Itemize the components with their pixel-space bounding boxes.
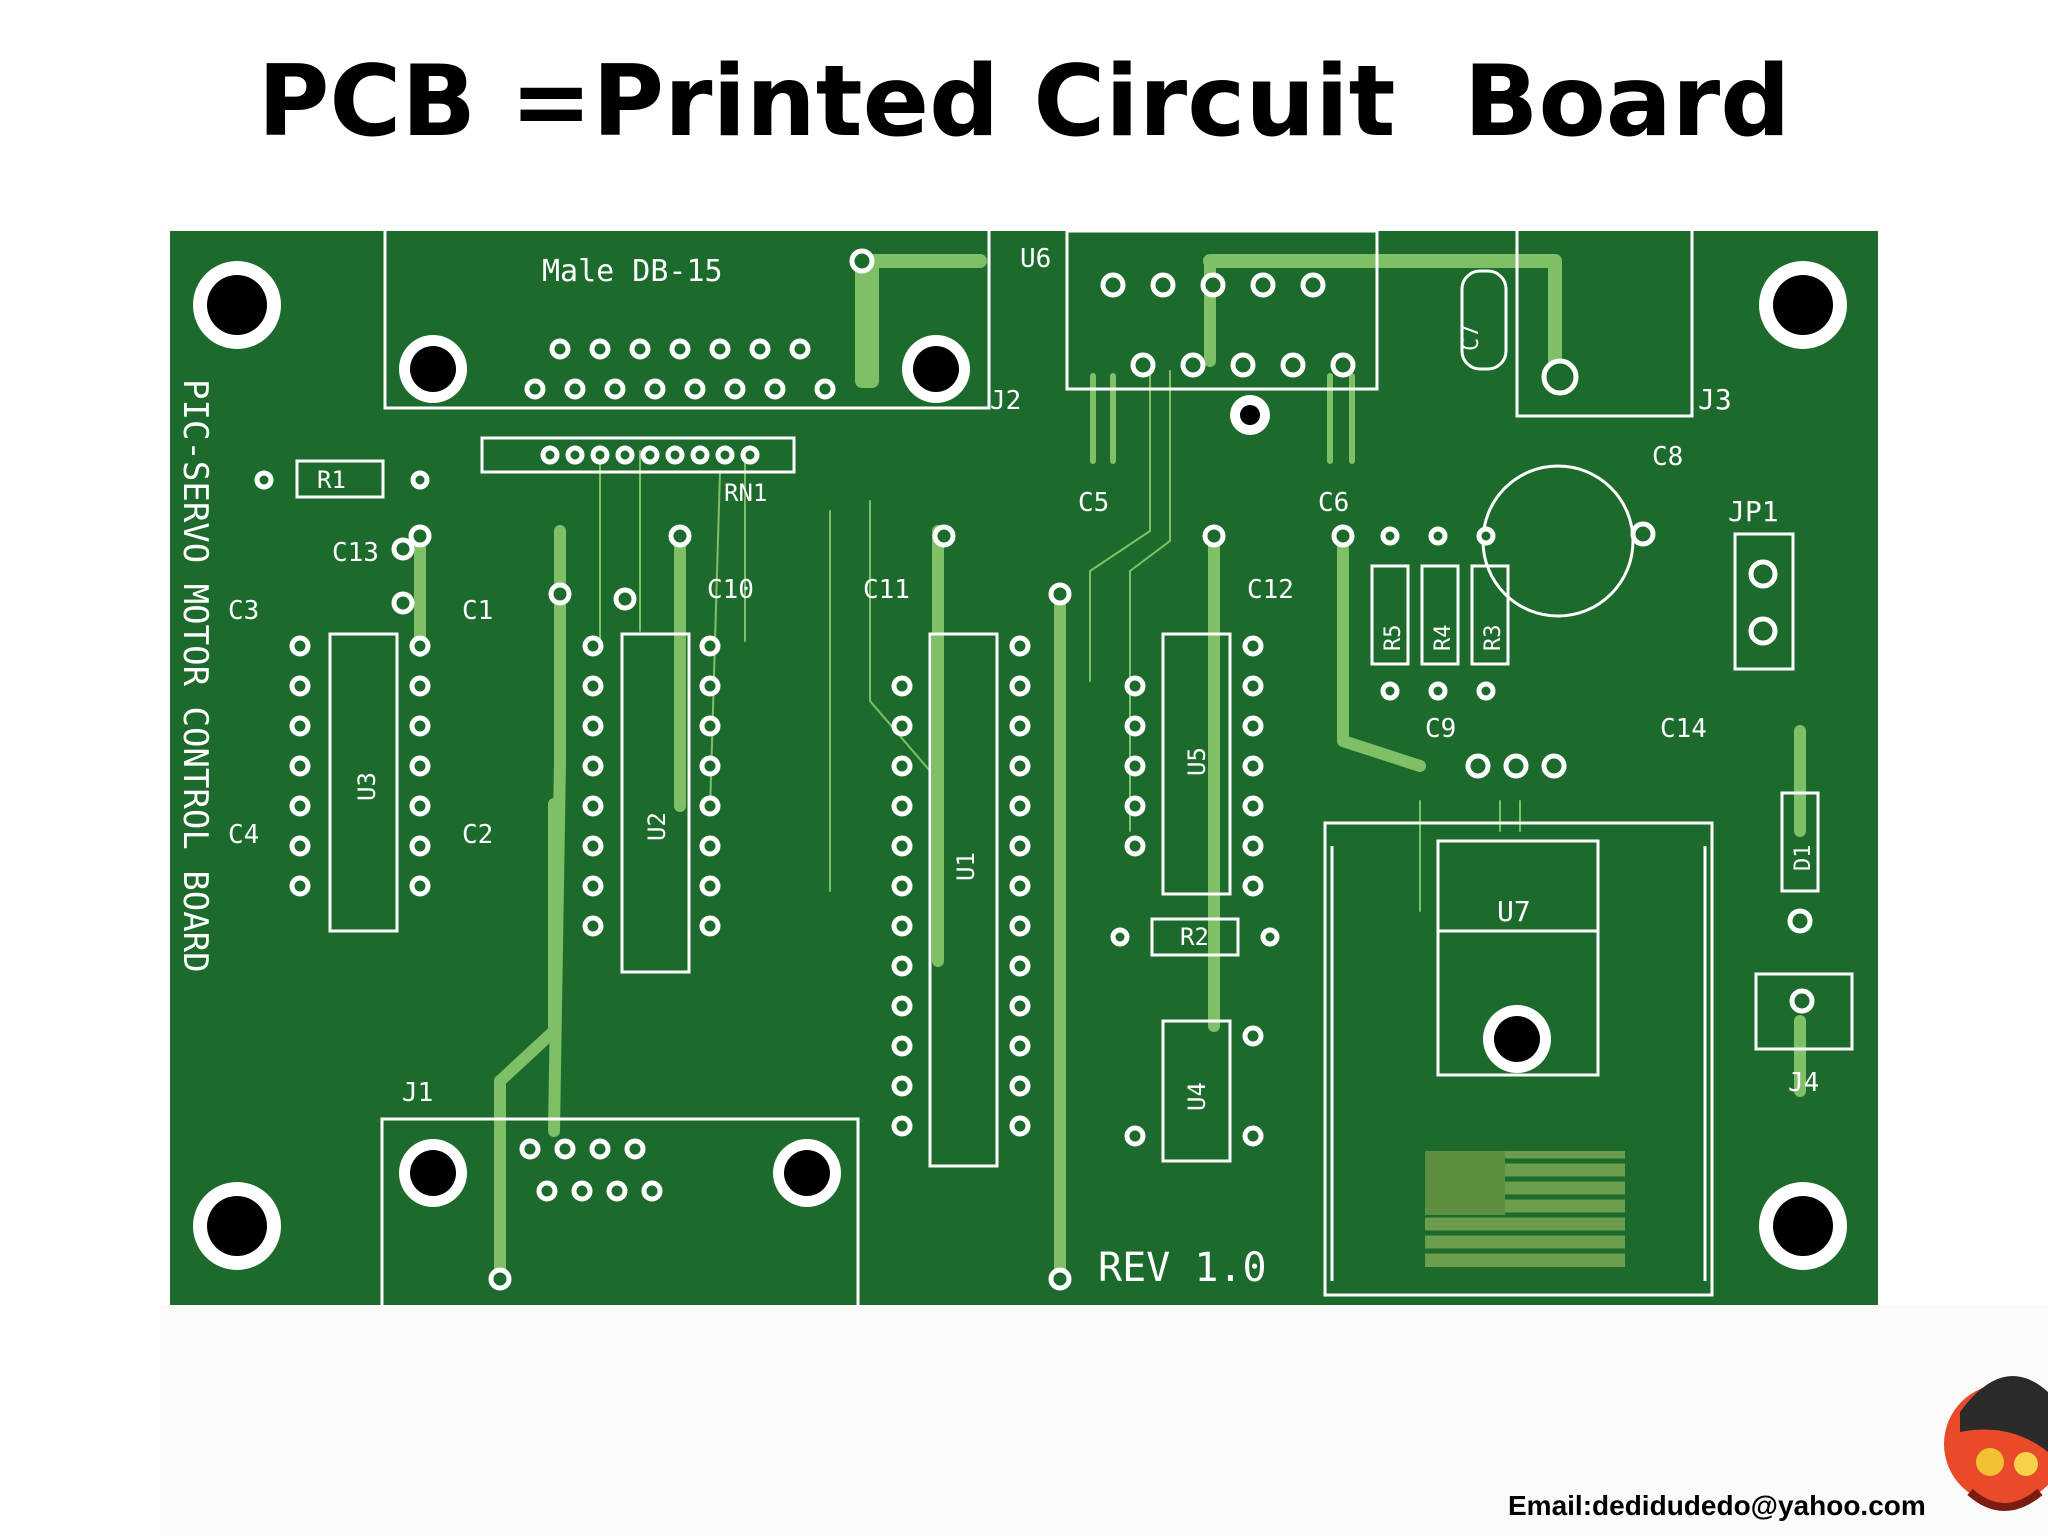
u5-outline <box>1161 632 1232 896</box>
connector-label: Male DB-15 <box>542 254 723 289</box>
pads <box>254 248 1815 1291</box>
svg-text:C14: C14 <box>1660 714 1707 744</box>
svg-text:C5: C5 <box>1078 488 1109 518</box>
c7-outline <box>1460 269 1508 371</box>
svg-text:U1: U1 <box>952 852 980 881</box>
bottom-shade <box>160 1305 2048 1536</box>
svg-text:J2: J2 <box>990 386 1021 416</box>
svg-text:C9: C9 <box>1425 714 1456 744</box>
svg-text:D1: D1 <box>1791 845 1816 872</box>
cartoon-avatar-logo <box>1944 1376 2048 1511</box>
svg-text:C11: C11 <box>863 575 910 605</box>
svg-text:C13: C13 <box>332 538 379 568</box>
svg-text:C7: C7 <box>1459 325 1484 352</box>
u3-outline <box>328 632 399 933</box>
u1-outline <box>928 632 999 1168</box>
j4-outline <box>1754 972 1854 1051</box>
r4-outline <box>1420 564 1460 666</box>
svg-text:R5: R5 <box>1381 625 1406 652</box>
rn1-outline <box>480 436 796 474</box>
svg-text:R4: R4 <box>1431 625 1456 652</box>
d1-outline <box>1780 791 1820 893</box>
svg-text:U3: U3 <box>353 772 381 801</box>
svg-text:C3: C3 <box>228 596 259 626</box>
email-address: Email:dedidudedo@yahoo.com <box>1508 1490 1926 1521</box>
board-name-vertical: PIC-SERVO MOTOR CONTROL BOARD <box>175 379 215 973</box>
mounting-holes <box>193 261 1847 1270</box>
svg-text:U7: U7 <box>1497 895 1531 928</box>
u6-outline <box>1065 231 1379 391</box>
svg-text:R2: R2 <box>1180 923 1209 951</box>
pcb-board-photo: Male DB-15 REV 1.0 PIC-SERVO MOTOR CONTR… <box>170 231 1878 1305</box>
svg-text:R3: R3 <box>1481 625 1506 652</box>
r5-outline <box>1370 564 1410 666</box>
svg-text:C12: C12 <box>1247 575 1294 605</box>
jp1-outline <box>1733 532 1795 671</box>
r2-outline <box>1150 917 1240 957</box>
svg-text:C10: C10 <box>707 575 754 605</box>
svg-text:C6: C6 <box>1318 488 1349 518</box>
svg-text:J4: J4 <box>1788 1068 1819 1098</box>
j2-outline <box>383 231 991 410</box>
svg-text:R1: R1 <box>317 466 346 494</box>
svg-text:JP1: JP1 <box>1728 495 1779 528</box>
svg-text:J3: J3 <box>1698 383 1732 416</box>
u4-outline <box>1161 1019 1232 1163</box>
u2-outline <box>620 632 691 974</box>
us-flag-graphic <box>1425 1151 1625 1267</box>
revision-label: REV 1.0 <box>1098 1245 1267 1291</box>
r1-outline <box>295 459 385 499</box>
svg-text:U4: U4 <box>1183 1082 1211 1111</box>
j3-outline <box>1515 231 1694 418</box>
j1-outline <box>380 1117 860 1305</box>
slide-title: PCB =Printed Circuit Board <box>257 45 1791 159</box>
svg-text:RN1: RN1 <box>724 479 767 507</box>
svg-text:C2: C2 <box>462 820 493 850</box>
svg-text:U5: U5 <box>1183 747 1211 776</box>
svg-text:U6: U6 <box>1020 244 1051 274</box>
svg-text:J1: J1 <box>402 1078 433 1108</box>
svg-text:C1: C1 <box>462 596 493 626</box>
connector-outlines <box>295 231 1854 1305</box>
svg-text:U2: U2 <box>643 812 671 841</box>
svg-text:C4: C4 <box>228 820 259 850</box>
traces <box>414 254 1806 1281</box>
r3-outline <box>1470 564 1510 666</box>
svg-text:C8: C8 <box>1652 442 1683 472</box>
u7-heatsink-outline <box>1323 821 1714 1297</box>
u7-outline <box>1436 839 1600 1077</box>
